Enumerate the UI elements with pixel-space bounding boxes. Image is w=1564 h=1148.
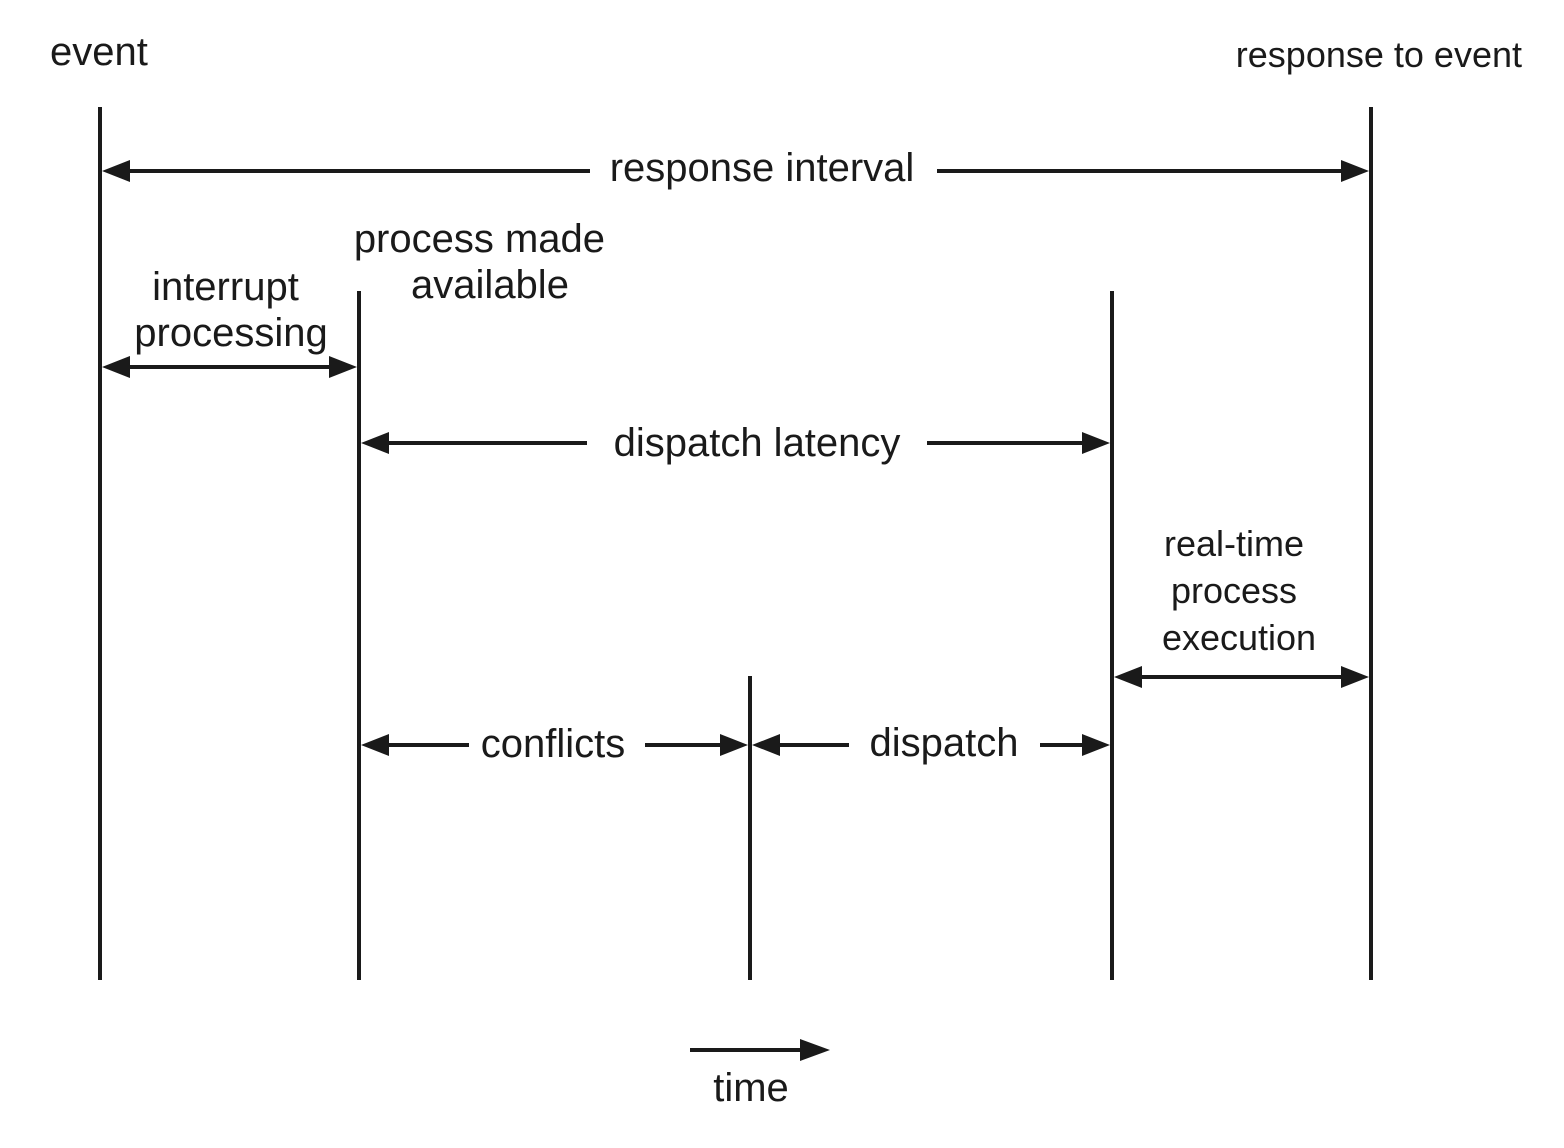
- process-made-available-line-2: available: [411, 263, 569, 307]
- interrupt-processing-arrow: [102, 356, 357, 378]
- conflicts-arrow: [361, 734, 748, 756]
- interrupt-processing-line-1: interrupt: [152, 265, 299, 309]
- real-time-process-execution-line-1: real-time: [1164, 523, 1304, 564]
- interrupt-processing-label: interrupt processing: [134, 265, 327, 355]
- response-interval-arrow: [102, 160, 1369, 182]
- dispatch-label: dispatch: [870, 721, 1019, 765]
- real-time-process-execution-line-3: execution: [1162, 617, 1316, 658]
- response-to-event-label: response to event: [1236, 34, 1522, 75]
- process-made-available-line-1: process made: [354, 217, 605, 261]
- real-time-process-execution-label: real-time process execution: [1162, 523, 1316, 658]
- time-arrow: [690, 1039, 830, 1061]
- real-time-process-execution-arrow: [1114, 666, 1369, 688]
- interrupt-processing-line-2: processing: [134, 311, 327, 355]
- dispatch-latency-arrow: [361, 432, 1110, 454]
- response-interval-label: response interval: [610, 146, 915, 190]
- process-made-available-label: process made available: [354, 217, 616, 307]
- real-time-process-execution-line-2: process: [1171, 570, 1297, 611]
- time-label: time: [713, 1066, 789, 1110]
- dispatch-arrow: [752, 734, 1110, 756]
- dispatch-latency-label: dispatch latency: [614, 421, 901, 465]
- event-label: event: [50, 30, 148, 74]
- conflicts-label: conflicts: [481, 722, 626, 766]
